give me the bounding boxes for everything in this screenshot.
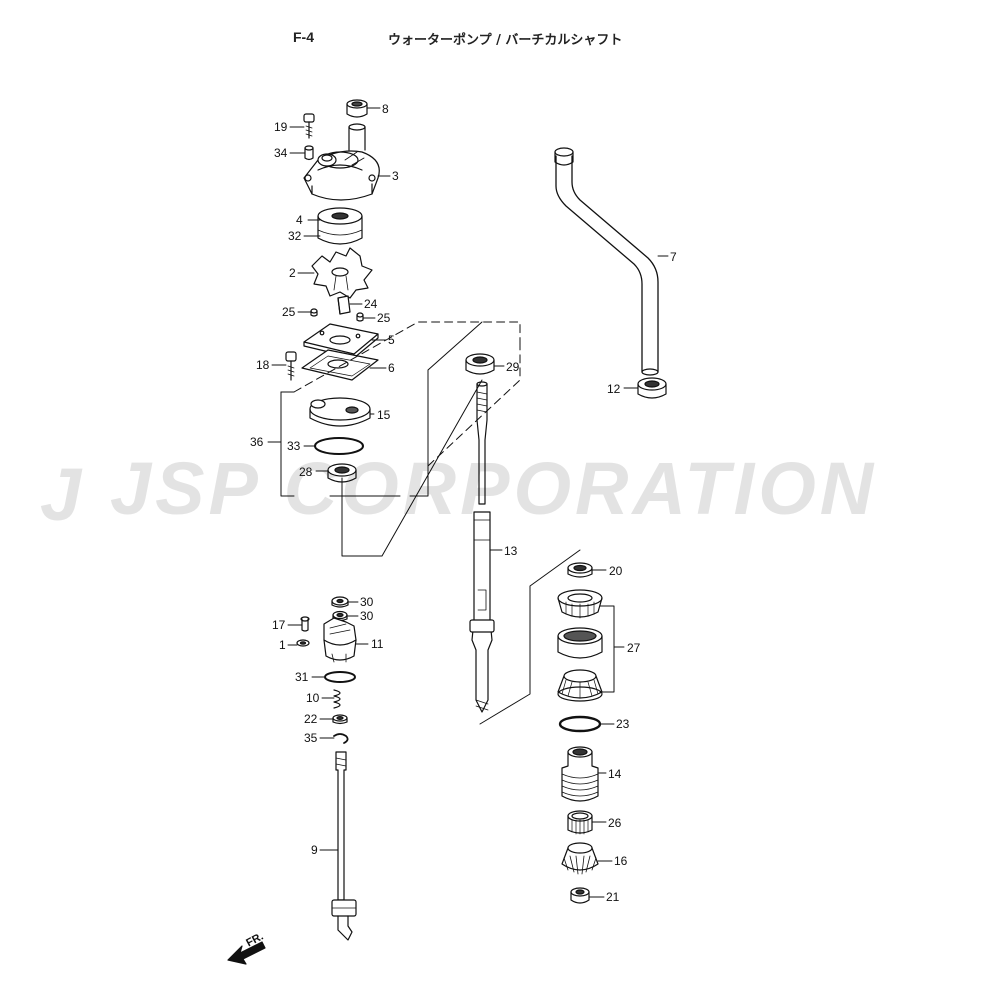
part-liner-4 — [317, 207, 363, 245]
front-direction-arrow — [227, 941, 266, 965]
callout-9: 9 — [311, 843, 318, 857]
page-code: F-4 — [293, 29, 314, 45]
part-shift-rod-9 — [331, 751, 357, 941]
callout-28: 28 — [299, 465, 313, 479]
part-lower-plate-15 — [309, 397, 371, 427]
callout-18: 18 — [256, 358, 270, 372]
part-sleeve-14 — [561, 746, 599, 802]
part-water-tube-7 — [554, 147, 659, 376]
callout-1: 1 — [279, 638, 286, 652]
part-grommet-8 — [346, 99, 368, 118]
bracket-gear-set — [479, 549, 615, 725]
callout-25: 25 — [377, 311, 391, 325]
callout-22: 22 — [304, 712, 318, 726]
part-plate-5 — [303, 323, 379, 359]
callout-23: 23 — [616, 717, 630, 731]
callout-10: 10 — [306, 691, 320, 705]
callout-13: 13 — [504, 544, 518, 558]
callout-7: 7 — [670, 250, 677, 264]
callout-6: 6 — [388, 361, 395, 375]
part-seal-29 — [465, 353, 495, 375]
part-o-ring-33 — [314, 437, 364, 455]
part-collar-34 — [304, 145, 314, 161]
part-spring-10 — [333, 689, 341, 709]
callout-4: 4 — [296, 213, 303, 227]
part-key-24 — [337, 295, 351, 315]
watermark-logo: J — [40, 453, 82, 536]
callout-3: 3 — [392, 169, 399, 183]
callout-26: 26 — [608, 816, 622, 830]
part-grommet-12 — [637, 377, 667, 399]
part-impeller-2 — [311, 247, 373, 299]
part-bearing-upper-27 — [557, 589, 603, 619]
part-washer-22 — [332, 714, 348, 725]
callout-29: 29 — [506, 360, 520, 374]
callout-17: 17 — [272, 618, 286, 632]
part-pinion-16 — [561, 842, 599, 875]
callout-8: 8 — [382, 102, 389, 116]
part-shim-20 — [567, 562, 593, 578]
part-ring-31 — [324, 671, 356, 683]
callout-20: 20 — [609, 564, 623, 578]
part-gasket-6 — [301, 349, 379, 381]
callout-32: 32 — [288, 229, 302, 243]
callout-16: 16 — [614, 854, 628, 868]
part-nut-21 — [570, 887, 590, 904]
leader-lines — [267, 107, 669, 898]
part-bearing-race-27 — [557, 627, 603, 659]
callout-36: 36 — [250, 435, 264, 449]
part-needle-bearing-26 — [567, 810, 593, 835]
callout-25: 25 — [282, 305, 296, 319]
part-pin-25b — [356, 312, 364, 322]
callout-14: 14 — [608, 767, 622, 781]
part-circlip-35 — [333, 733, 349, 744]
callout-35: 35 — [304, 731, 318, 745]
callout-11: 11 — [371, 637, 384, 651]
callout-19: 19 — [274, 120, 288, 134]
part-pin-25a — [310, 308, 318, 317]
part-seal-28 — [327, 463, 357, 483]
part-driveshaft-13 — [469, 381, 495, 713]
callout-27: 27 — [627, 641, 641, 655]
callout-5: 5 — [388, 333, 395, 347]
part-washer-1 — [296, 639, 310, 647]
callout-12: 12 — [607, 382, 621, 396]
callout-30: 30 — [360, 609, 374, 623]
part-pump-case-3 — [303, 123, 380, 201]
part-bolt-19 — [303, 113, 315, 139]
callout-2: 2 — [289, 266, 296, 280]
part-cam-11 — [323, 617, 357, 663]
callout-labels: 8 19 34 3 4 32 2 25 24 25 5 18 6 29 15 3… — [250, 102, 677, 904]
part-bearing-lower-27 — [557, 669, 603, 702]
part-washer-30a — [331, 596, 349, 608]
watermark: JSP CORPORATION — [110, 447, 878, 530]
callout-33: 33 — [287, 439, 301, 453]
part-ring-23 — [558, 715, 602, 733]
callout-31: 31 — [295, 670, 309, 684]
callout-30: 30 — [360, 595, 374, 609]
page-title: ウォーターポンプ / バーチカルシャフト — [388, 33, 623, 48]
callout-24: 24 — [364, 297, 378, 311]
part-screw-17 — [300, 616, 310, 632]
part-bolt-18 — [285, 351, 297, 381]
callout-15: 15 — [377, 408, 391, 422]
callout-21: 21 — [606, 890, 620, 904]
bracket-assembly-36 — [280, 321, 521, 557]
callout-34: 34 — [274, 146, 288, 160]
